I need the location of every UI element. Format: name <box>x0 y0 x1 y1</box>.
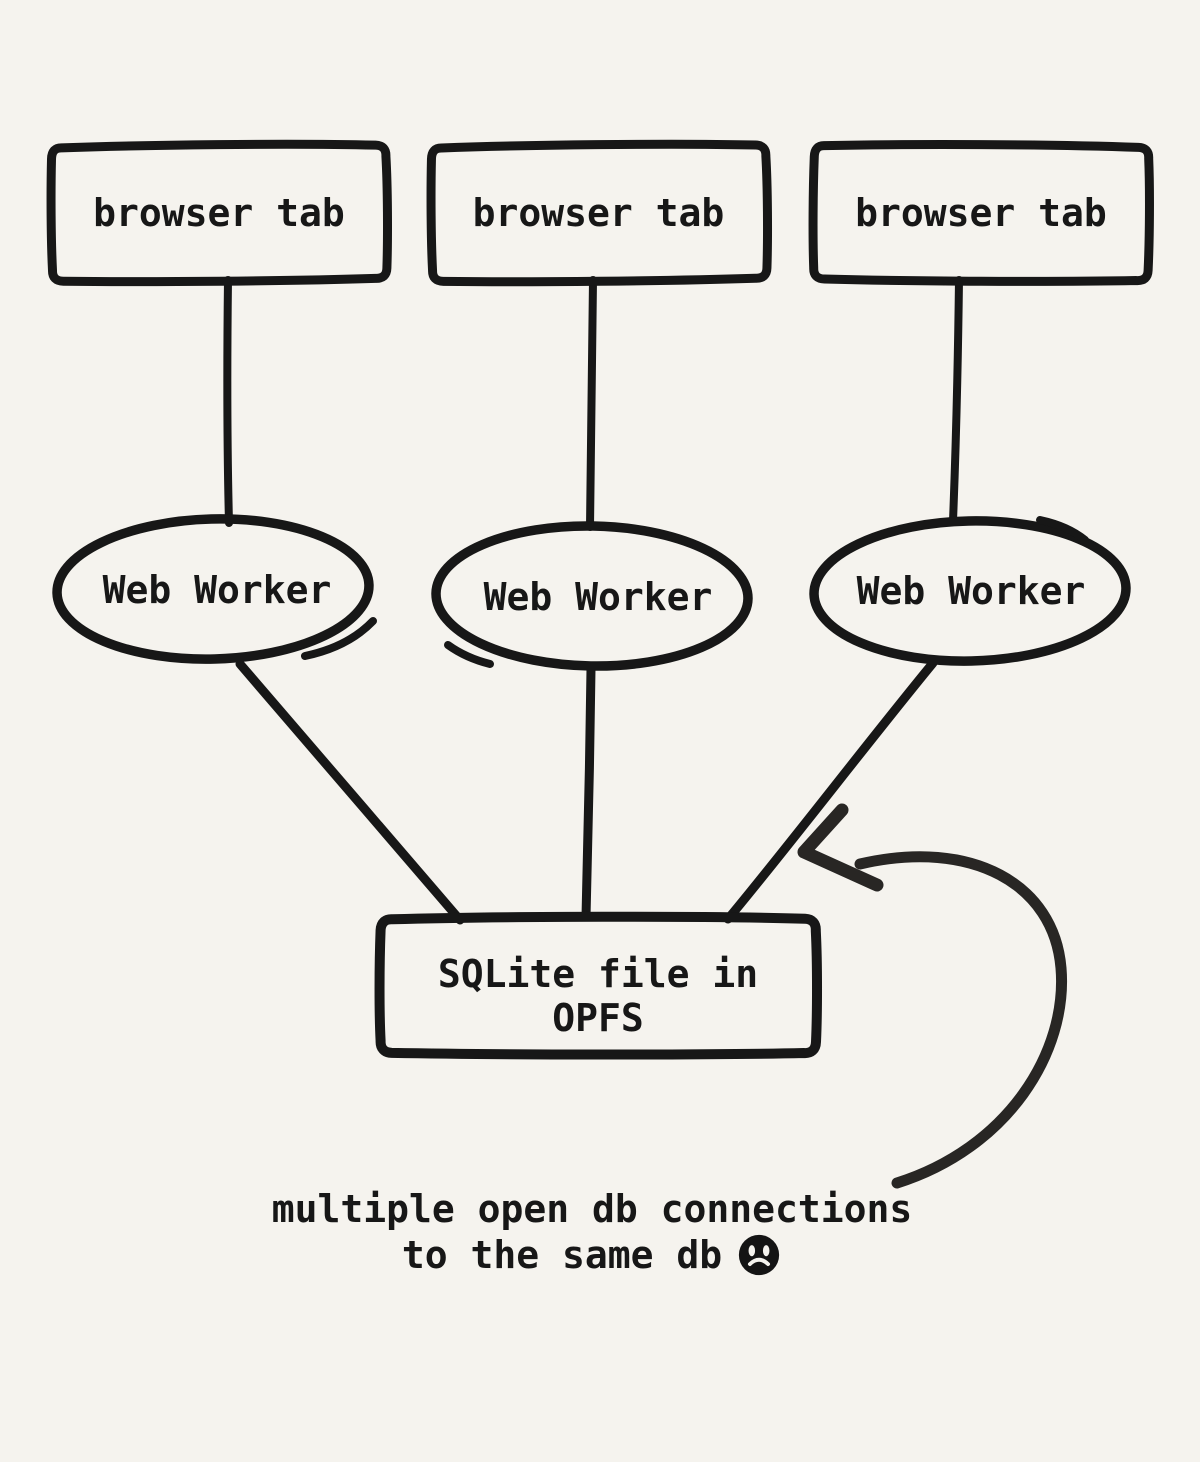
web-worker-ellipse-3 <box>809 516 1131 666</box>
web-worker-label-1: Web Worker <box>102 568 332 612</box>
edge-tab1-worker1 <box>223 276 233 527</box>
edge-tab3-worker3 <box>949 276 963 525</box>
browser-tab-label-2: browser tab <box>472 191 725 235</box>
annotation-arrow-head <box>797 803 884 892</box>
sqlite-box <box>374 911 823 1060</box>
web-worker-ellipse-3-overlap-stroke <box>1036 516 1089 544</box>
browser-tab-label-3: browser tab <box>855 191 1107 235</box>
caption: multiple open db connections to the same… <box>0 1187 1184 1278</box>
caption-line-2-text: to the same db <box>401 1233 723 1277</box>
sqlite-label: SQLite file in OPFS <box>437 952 759 1040</box>
edge-tab2-worker2 <box>586 276 597 531</box>
frowning-face-icon <box>739 1234 780 1276</box>
caption-line-2: to the same db <box>0 1232 1184 1278</box>
web-worker-ellipse-2 <box>431 521 753 671</box>
web-worker-label-2: Web Worker <box>483 575 713 619</box>
edge-worker3-sqlite <box>723 658 938 924</box>
edge-worker2-sqlite <box>581 664 596 922</box>
caption-line-1: multiple open db connections <box>271 1187 913 1231</box>
browser-tab-label-1: browser tab <box>93 191 345 235</box>
web-worker-ellipse-1-overlap-stroke <box>301 617 377 660</box>
annotation-arrow-curve <box>854 851 1068 1189</box>
web-worker-ellipse-1 <box>52 514 374 664</box>
web-worker-label-3: Web Worker <box>856 569 1086 613</box>
web-worker-ellipse-2-overlap-stroke <box>444 641 494 668</box>
edge-worker1-sqlite <box>235 659 465 925</box>
